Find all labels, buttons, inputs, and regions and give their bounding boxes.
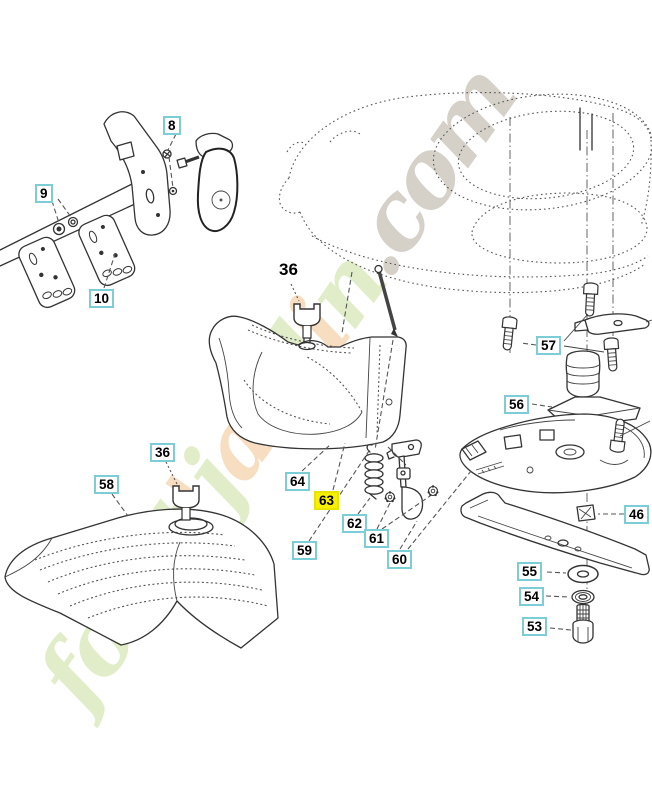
part-label-61[interactable]: 61 (364, 529, 390, 548)
lever-spring-assembly (364, 439, 481, 520)
handlebar-bracket-assembly (0, 111, 239, 311)
part-label-10[interactable]: 10 (89, 289, 115, 308)
part-label-54[interactable]: 54 (519, 587, 545, 606)
discharge-deflector (208, 303, 407, 450)
part-label-9[interactable]: 9 (35, 184, 53, 203)
blade-drive-column (459, 282, 652, 644)
leader-lines (51, 133, 624, 631)
part-label-59[interactable]: 59 (292, 541, 318, 560)
part-label-63[interactable]: 63 (314, 491, 340, 510)
part-label-8[interactable]: 8 (163, 116, 181, 135)
part-label-46[interactable]: 46 (624, 505, 650, 524)
mulch-cover (4, 485, 279, 649)
part-label-58[interactable]: 58 (94, 475, 120, 494)
part-label-56[interactable]: 56 (504, 395, 530, 414)
part-label-64[interactable]: 64 (285, 472, 311, 491)
part-label-36-top[interactable]: 36 (279, 260, 298, 279)
part-label-57[interactable]: 57 (536, 336, 562, 355)
release-rod (374, 264, 398, 337)
part-label-55[interactable]: 55 (517, 562, 543, 581)
part-label-36-lower[interactable]: 36 (150, 443, 176, 462)
part-label-60[interactable]: 60 (387, 550, 413, 569)
part-label-62[interactable]: 62 (342, 514, 368, 533)
part-label-53[interactable]: 53 (522, 617, 548, 636)
engine-deck-outline (278, 92, 652, 294)
